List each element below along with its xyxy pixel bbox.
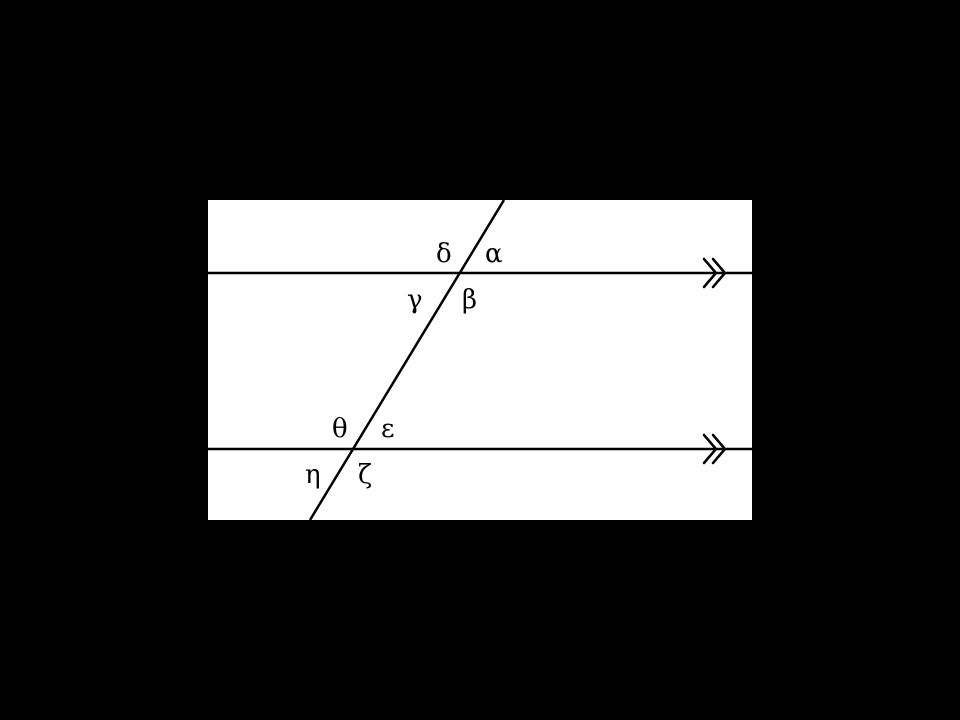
- diagram-panel: δ α γ β θ ε η ζ: [208, 200, 752, 520]
- angle-label-eta: η: [305, 460, 321, 490]
- angle-label-beta: β: [462, 285, 477, 315]
- angle-label-gamma: γ: [407, 285, 423, 315]
- angle-label-alpha: α: [485, 239, 503, 269]
- transversal-line: [308, 200, 506, 520]
- angle-label-delta: δ: [436, 239, 452, 269]
- lower-parallel-marker: [702, 433, 727, 465]
- angle-label-epsilon: ε: [381, 414, 394, 444]
- angle-label-zeta: ζ: [358, 460, 372, 490]
- parallel-lines-transversal-diagram: δ α γ β θ ε η ζ: [208, 200, 752, 520]
- upper-parallel-marker: [702, 257, 727, 289]
- angle-label-theta: θ: [332, 414, 348, 444]
